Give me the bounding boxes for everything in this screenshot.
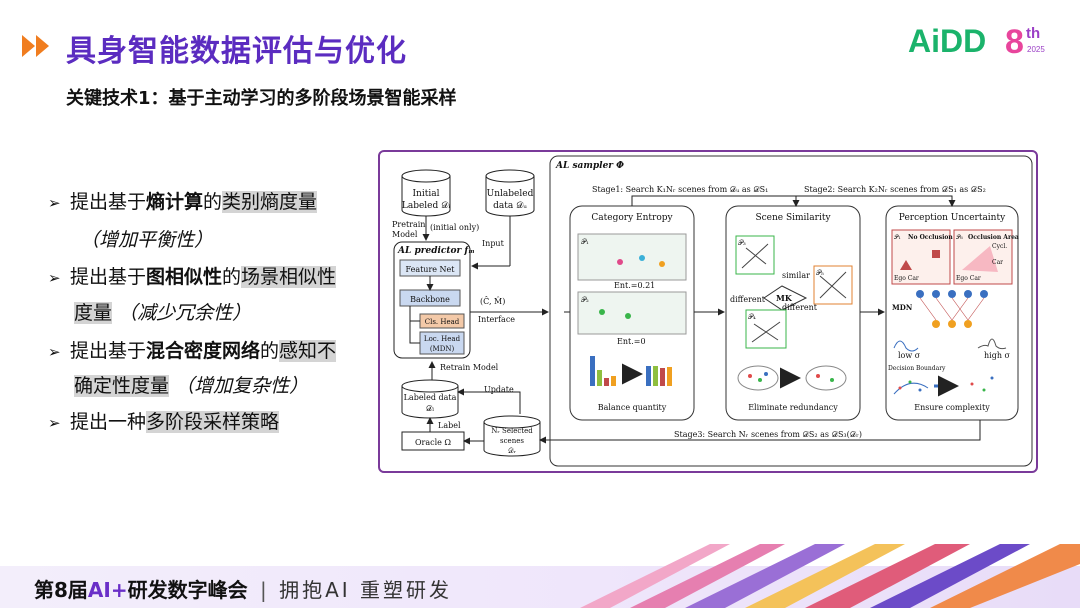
svg-text:Labeled 𝒟ᵢ: Labeled 𝒟ᵢ <box>402 201 450 211</box>
svg-text:AL sampler Φ: AL sampler Φ <box>555 161 624 171</box>
svg-text:MDN: MDN <box>892 303 913 312</box>
clusters-illustration <box>737 365 847 391</box>
svg-text:Ego Car: Ego Car <box>894 275 919 282</box>
svg-text:(Ĉ, M̂): (Ĉ, M̂) <box>480 297 505 306</box>
svg-text:𝒟ₗ: 𝒟ₗ <box>426 404 434 413</box>
page-title: 具身智能数据评估与优化 <box>66 34 407 69</box>
perception-uncertainty-panel: Perception Uncertainty 𝒫₁ No Occlusion E… <box>885 205 1019 421</box>
svg-text:Ensure complexity: Ensure complexity <box>914 403 990 412</box>
svg-text:Input: Input <box>482 239 505 248</box>
bullet-3: ➢提出基于混合密度网络的感知不 <box>48 337 337 366</box>
svg-text:Update: Update <box>484 385 514 394</box>
svg-text:𝒫₁: 𝒫₁ <box>894 234 901 241</box>
chevron-right-icon: ➢ <box>48 343 61 361</box>
svg-text:Cls. Head: Cls. Head <box>425 318 460 326</box>
footer-text: 第8届AI+研发数字峰会 | 拥抱AI 重塑研发 <box>34 574 452 603</box>
svg-text:Occlusion Area: Occlusion Area <box>968 234 1019 241</box>
unlabeled-data-cylinder: Unlabeled data 𝒟ᵤ <box>485 169 535 217</box>
svg-text:(MDN): (MDN) <box>430 345 455 353</box>
bullet-4: ➢提出一种多阶段采样策略 <box>48 408 280 437</box>
svg-text:Labeled data: Labeled data <box>404 393 457 402</box>
svg-text:Initial: Initial <box>413 189 440 199</box>
footer-decoration <box>580 544 1080 608</box>
bullet-1-note: （增加平衡性） <box>80 229 214 251</box>
svg-text:𝒟ᵣ: 𝒟ᵣ <box>508 447 517 455</box>
initial-labeled-cylinder: Initial Labeled 𝒟ᵢ <box>401 169 451 217</box>
svg-text:different: different <box>730 295 766 304</box>
logo-main-text: AiDD <box>908 23 986 59</box>
svg-text:Ent.=0.21: Ent.=0.21 <box>614 281 655 290</box>
svg-text:Stage1: Search K₁Nᵣ scenes fro: Stage1: Search K₁Nᵣ scenes from 𝒟ᵤ as 𝒟S… <box>592 185 768 194</box>
svg-text:Unlabeled: Unlabeled <box>487 189 534 199</box>
svg-text:Loc. Head: Loc. Head <box>424 335 461 343</box>
bullet-1: ➢提出基于熵计算的类别熵度量 <box>48 188 318 217</box>
aidd-logo: AiDD 8 th 2025 <box>908 23 1045 60</box>
footer-brand: AI+ <box>87 578 128 602</box>
svg-text:Eliminate redundancy: Eliminate redundancy <box>748 403 838 412</box>
logo-number: 8 <box>1005 23 1024 60</box>
logo-year: 2025 <box>1027 45 1045 54</box>
chevron-right-icon: ➢ <box>48 194 61 212</box>
labeled-data-cylinder: Labeled data 𝒟ₗ <box>401 379 459 419</box>
svg-text:𝒫₅: 𝒫₅ <box>816 269 824 277</box>
selected-scenes-cylinder: Nᵣ Selected scenes 𝒟ᵣ <box>483 415 541 457</box>
svg-text:Pretrain: Pretrain <box>392 220 425 229</box>
svg-text:𝒫₆: 𝒫₆ <box>956 234 963 241</box>
svg-text:Cycl.: Cycl. <box>992 243 1007 250</box>
svg-text:low σ: low σ <box>898 351 921 360</box>
svg-text:No Occlusion: No Occlusion <box>908 234 953 241</box>
svg-text:Ent.=0: Ent.=0 <box>617 337 646 346</box>
svg-text:MK: MK <box>776 293 793 303</box>
svg-text:Category Entropy: Category Entropy <box>591 213 673 223</box>
svg-text:Model: Model <box>392 230 418 239</box>
svg-text:Balance quantity: Balance quantity <box>598 403 667 412</box>
balance-bar-chart <box>590 356 672 386</box>
svg-text:Ego Car: Ego Car <box>956 275 981 282</box>
svg-text:different: different <box>782 303 818 312</box>
svg-text:𝒫₂: 𝒫₂ <box>581 296 589 304</box>
al-sampler-figure: Initial Labeled 𝒟ᵢ Unlabeled data 𝒟ᵤ Pre… <box>378 150 1038 473</box>
svg-text:high σ: high σ <box>984 351 1011 360</box>
svg-text:Label: Label <box>438 421 461 430</box>
svg-text:Retrain Model: Retrain Model <box>440 363 499 372</box>
svg-text:Backbone: Backbone <box>410 295 450 304</box>
al-sampler-diagram: Initial Labeled 𝒟ᵢ Unlabeled data 𝒟ᵤ Pre… <box>392 155 1033 467</box>
svg-text:Oracle Ω: Oracle Ω <box>415 438 451 447</box>
footer-separator: | <box>259 578 267 602</box>
footer-name: 研发数字峰会 <box>127 578 248 602</box>
mdn-network <box>916 290 988 328</box>
svg-text:Stage2: Search K₂Nᵣ scenes fro: Stage2: Search K₂Nᵣ scenes from 𝒟S₁ as 𝒟… <box>804 185 986 194</box>
svg-text:(initial only): (initial only) <box>430 223 479 232</box>
section-subtitle: 关键技术1：基于主动学习的多阶段场景智能采样 <box>66 88 457 109</box>
bullet-2-cont: 度量 （减少冗余性） <box>74 302 252 324</box>
svg-text:Feature Net: Feature Net <box>405 265 455 274</box>
svg-text:Scene Similarity: Scene Similarity <box>755 213 831 223</box>
svg-text:𝒫₄: 𝒫₄ <box>748 313 756 321</box>
logo-suffix: th <box>1026 25 1040 42</box>
svg-text:𝒫₃: 𝒫₃ <box>738 239 746 247</box>
bullet-3-cont: 确定性度量 （增加复杂性） <box>74 375 309 397</box>
scene-similarity-panel: Scene Similarity 𝒫₃ similar 𝒫₅ MK differ… <box>725 205 861 421</box>
category-entropy-panel: Category Entropy 𝒫₁ Ent.=0.21 𝒫₂ Ent.=0 … <box>569 205 695 421</box>
svg-text:Stage3: Search Nᵣ scenes from: Stage3: Search Nᵣ scenes from 𝒟S₂ as 𝒟S₃… <box>674 430 862 439</box>
svg-text:Perception Uncertainty: Perception Uncertainty <box>899 213 1006 223</box>
title-arrows-icon <box>22 35 49 57</box>
footer-prefix: 第8届 <box>34 578 88 602</box>
svg-text:𝒫₁: 𝒫₁ <box>581 238 589 246</box>
svg-text:data 𝒟ᵤ: data 𝒟ᵤ <box>493 201 527 211</box>
svg-text:scenes: scenes <box>500 437 524 445</box>
svg-text:Decision Boundary: Decision Boundary <box>888 365 946 372</box>
bullet-2: ➢提出基于图相似性的场景相似性 <box>48 263 337 292</box>
svg-text:Interface: Interface <box>478 315 515 324</box>
svg-text:AL predictor fₘ: AL predictor fₘ <box>397 246 475 256</box>
al-predictor-box: AL predictor fₘ Feature Net Backbone Cls… <box>393 241 475 359</box>
svg-text:Nᵣ Selected: Nᵣ Selected <box>491 427 533 435</box>
footer-slogan: 拥抱AI 重塑研发 <box>279 578 453 602</box>
chevron-right-icon: ➢ <box>48 414 61 432</box>
svg-text:similar: similar <box>782 271 810 280</box>
svg-text:Car: Car <box>992 259 1003 266</box>
chevron-right-icon: ➢ <box>48 269 61 287</box>
